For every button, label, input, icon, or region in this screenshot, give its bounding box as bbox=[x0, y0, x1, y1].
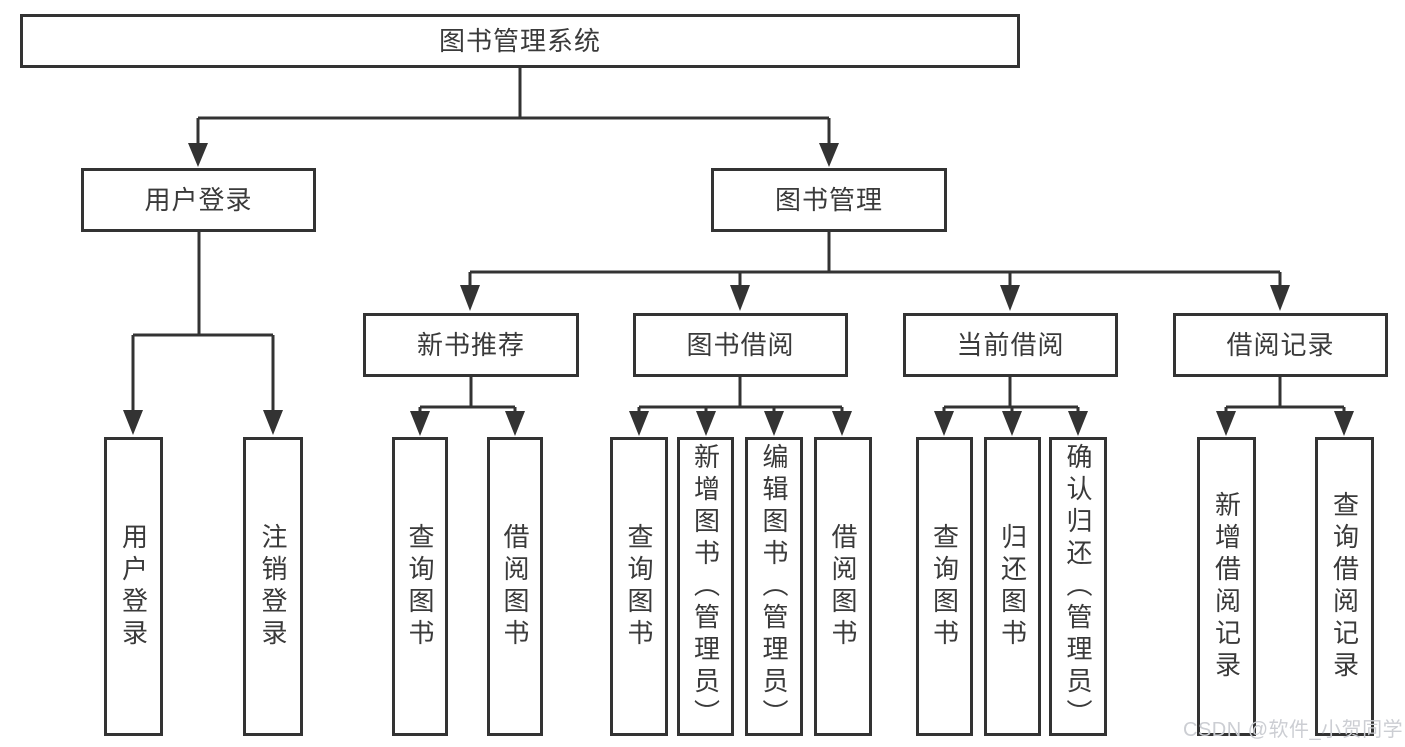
node-label: 图书管理 bbox=[774, 185, 883, 215]
leaf-newbook-query-book: 查询图书 bbox=[392, 437, 448, 736]
arrow-down-icon bbox=[730, 285, 750, 311]
arrow-down-icon bbox=[934, 411, 954, 436]
connector-newbook-to-leaves bbox=[418, 377, 517, 412]
arrow-down-icon bbox=[1334, 411, 1354, 436]
leaf-newbook-borrow-book: 借阅图书 bbox=[487, 437, 543, 736]
node-book-management: 图书管理 bbox=[711, 168, 947, 232]
node-label: 借阅图书 bbox=[500, 522, 530, 651]
arrow-down-icon bbox=[696, 411, 716, 436]
leaf-logout: 注销登录 bbox=[243, 437, 303, 736]
node-label: 确认归还（管理员） bbox=[1063, 442, 1093, 731]
arrow-down-icon bbox=[188, 143, 208, 167]
connector-root-to-level2 bbox=[196, 68, 831, 144]
connector-userlogin-to-leaves bbox=[131, 232, 275, 412]
node-label: 用户登录 bbox=[144, 185, 253, 215]
leaf-current-confirm-return-admin: 确认归还（管理员） bbox=[1049, 437, 1107, 736]
node-label: 用户登录 bbox=[118, 522, 149, 651]
leaf-borrow-borrow-book: 借阅图书 bbox=[814, 437, 872, 736]
node-label: 归还图书 bbox=[997, 522, 1028, 651]
arrow-down-icon bbox=[505, 411, 525, 436]
node-book-borrow: 图书借阅 bbox=[633, 313, 848, 377]
node-current-borrow: 当前借阅 bbox=[903, 313, 1118, 377]
arrow-down-icon bbox=[1270, 285, 1290, 311]
leaf-borrow-add-book-admin: 新增图书（管理员） bbox=[677, 437, 734, 736]
connector-bookmgmt-to-level3 bbox=[468, 232, 1282, 286]
arrow-down-icon bbox=[410, 411, 430, 436]
arrow-down-icon bbox=[1000, 285, 1020, 311]
arrow-down-icon bbox=[629, 411, 649, 436]
arrow-down-icon bbox=[123, 410, 143, 435]
leaf-records-add-record: 新增借阅记录 bbox=[1197, 437, 1256, 736]
node-user-login: 用户登录 bbox=[81, 168, 316, 232]
csdn-watermark: CSDN @软件_小贺同学 bbox=[1183, 719, 1404, 741]
node-label: 图书借阅 bbox=[686, 330, 795, 360]
leaf-records-query-record: 查询借阅记录 bbox=[1315, 437, 1374, 736]
arrow-down-icon bbox=[263, 410, 283, 435]
node-label: 新增借阅记录 bbox=[1211, 490, 1242, 683]
node-root-system: 图书管理系统 bbox=[20, 14, 1020, 68]
arrow-down-icon bbox=[460, 285, 480, 311]
node-label: 查询图书 bbox=[929, 522, 960, 651]
node-label: 注销登录 bbox=[258, 522, 288, 651]
node-label: 借阅图书 bbox=[828, 522, 858, 651]
connector-records-to-leaves bbox=[1224, 377, 1346, 412]
connector-bookborrow-to-leaves bbox=[637, 377, 844, 412]
node-label: 新增图书（管理员） bbox=[690, 442, 721, 731]
node-label: 查询图书 bbox=[405, 522, 435, 651]
leaf-borrow-query-book: 查询图书 bbox=[610, 437, 668, 736]
node-label: 查询图书 bbox=[624, 522, 654, 651]
arrow-down-icon bbox=[819, 143, 839, 167]
connector-currentborrow-to-leaves bbox=[942, 377, 1080, 412]
leaf-current-query-book: 查询图书 bbox=[916, 437, 973, 736]
node-new-book-recommend: 新书推荐 bbox=[363, 313, 579, 377]
arrow-down-icon bbox=[1216, 411, 1236, 436]
leaf-current-return-book: 归还图书 bbox=[984, 437, 1041, 736]
node-label: 新书推荐 bbox=[416, 330, 525, 360]
node-label: 查询借阅记录 bbox=[1329, 490, 1360, 683]
arrow-down-icon bbox=[764, 411, 784, 436]
node-label: 当前借阅 bbox=[956, 330, 1065, 360]
arrow-down-icon bbox=[1002, 411, 1022, 436]
leaf-user-login: 用户登录 bbox=[104, 437, 163, 736]
node-label: 编辑图书（管理员） bbox=[759, 442, 789, 731]
node-label: 图书管理系统 bbox=[438, 26, 601, 56]
arrow-down-icon bbox=[1068, 411, 1088, 436]
leaf-borrow-edit-book-admin: 编辑图书（管理员） bbox=[745, 437, 803, 736]
arrow-down-icon bbox=[832, 411, 852, 436]
node-borrow-records: 借阅记录 bbox=[1173, 313, 1388, 377]
node-label: 借阅记录 bbox=[1226, 330, 1335, 360]
